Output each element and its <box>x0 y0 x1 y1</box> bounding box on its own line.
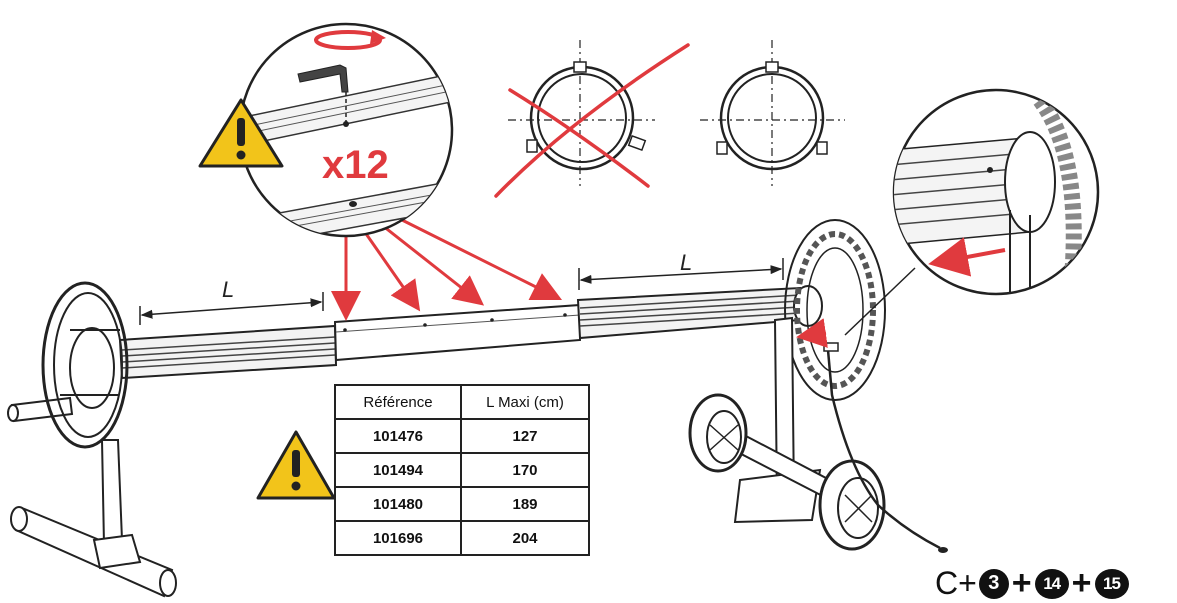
screw-count-label: x12 <box>322 143 389 187</box>
cross-mark-icon <box>494 43 690 198</box>
ring-correct <box>700 40 845 186</box>
dimension-label-right: L <box>680 250 692 275</box>
end-cap-pointer-arrow <box>796 318 828 348</box>
dimension-right: L <box>578 250 784 290</box>
warning-icon <box>256 430 336 500</box>
step-number-badge: 14 <box>1034 568 1069 599</box>
rotate-arrow-icon <box>314 30 386 50</box>
cell-reference: 101476 <box>334 418 462 454</box>
step-number-badge: 15 <box>1094 568 1129 599</box>
dimension-left: L <box>139 277 324 325</box>
cell-max-length: 189 <box>460 486 590 522</box>
table-header-row: Référence L Maxi (cm) <box>334 384 590 420</box>
roller-tube <box>118 285 823 380</box>
cell-max-length: 204 <box>460 520 590 556</box>
step-separator: + <box>1071 564 1092 602</box>
cell-max-length: 170 <box>460 452 590 488</box>
reference-length-table: Référence L Maxi (cm) 101476 127 101494 … <box>334 384 590 556</box>
hex-key-icon <box>297 64 349 93</box>
end-cap-detail-circle <box>844 88 1100 336</box>
step-separator: + <box>1011 564 1032 602</box>
cell-reference: 101494 <box>334 452 462 488</box>
ring-incorrect <box>494 40 690 198</box>
screw-detail-circle: x12 <box>238 22 454 238</box>
table-row: 101476 127 <box>334 418 590 454</box>
step-prefix: C+ <box>935 565 977 601</box>
column-header-reference: Référence <box>334 384 462 420</box>
table-row: 101696 204 <box>334 520 590 556</box>
step-reference: C+ 3 + 14 + 15 <box>935 564 1129 603</box>
cell-max-length: 127 <box>460 418 590 454</box>
table-row: 101494 170 <box>334 452 590 488</box>
right-stand <box>688 219 948 553</box>
dimension-label-left: L <box>222 277 234 302</box>
step-number-badge: 3 <box>978 568 1009 599</box>
warning-icon <box>198 98 284 168</box>
left-stand <box>7 281 177 598</box>
cell-reference: 101480 <box>334 486 462 522</box>
column-header-max-length: L Maxi (cm) <box>460 384 590 420</box>
screw-pointer-arrows <box>331 213 563 321</box>
cell-reference: 101696 <box>334 520 462 556</box>
table-row: 101480 189 <box>334 486 590 522</box>
